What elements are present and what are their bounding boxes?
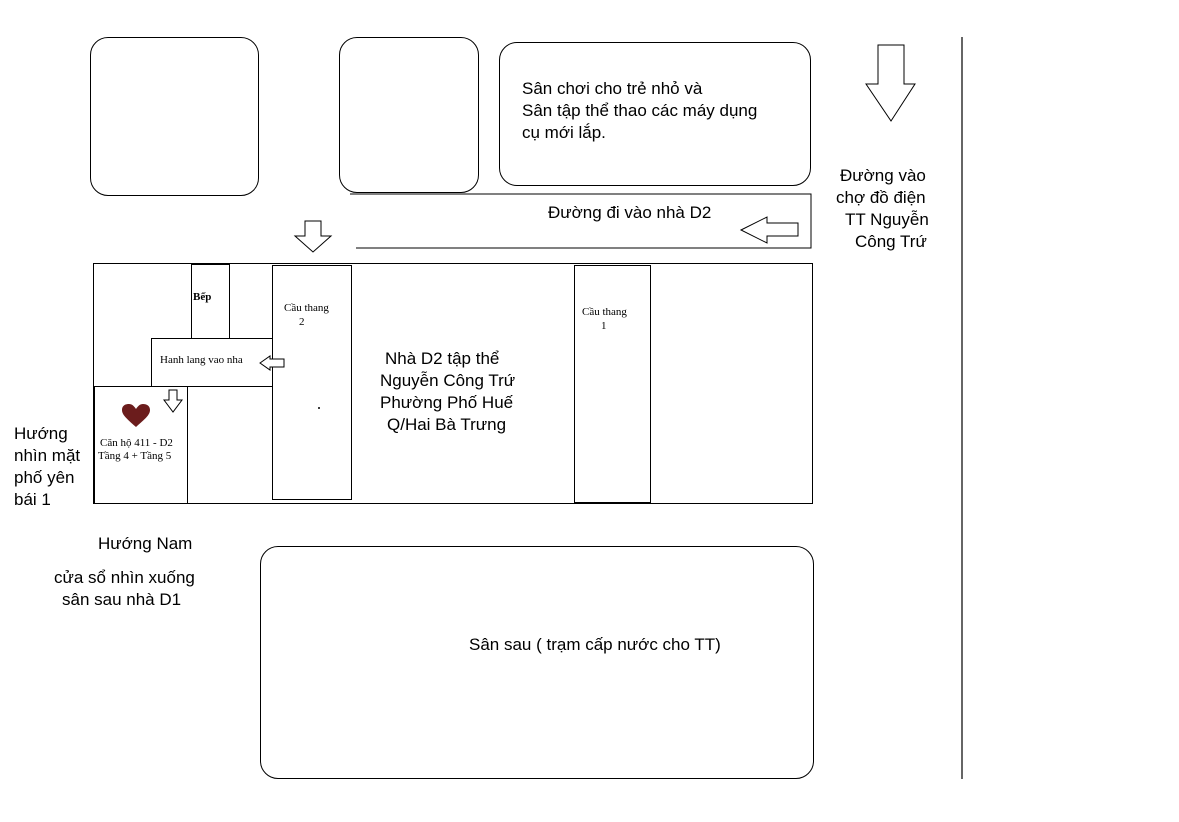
arrow-left-corridor-icon	[259, 355, 285, 371]
south-direction-label: Hướng Nam	[98, 534, 193, 553]
building-d2	[93, 263, 813, 504]
playground-label-line-2: Sân tập thể thao các máy dụng	[522, 101, 758, 120]
arrow-down-apartment-icon	[163, 389, 183, 413]
view-street-line-3: phố yên	[14, 468, 75, 487]
staircase-1	[574, 265, 651, 503]
staircase-2	[272, 265, 352, 500]
staircase-2-label-line-2: 2	[299, 316, 305, 328]
corridor	[151, 338, 273, 387]
staircase-1-label-line-1: Cầu thang	[582, 306, 627, 318]
building-label-line-4: Q/Hai Bà Trưng	[387, 415, 507, 434]
market-road-line-1: Đường vào	[840, 166, 926, 185]
view-street-line-4: bái 1	[14, 490, 51, 509]
building-label-line-3: Phường Phố Huế	[380, 393, 514, 412]
corridor-label: Hanh lang vao nha	[160, 354, 243, 366]
back-yard	[260, 546, 814, 779]
view-street-line-1: Hướng	[14, 424, 68, 443]
market-road-line-3: TT Nguyễn	[845, 210, 929, 229]
apartment-label-line-2: Tầng 4 + Tầng 5	[98, 450, 172, 462]
block-top-left	[90, 37, 259, 196]
kitchen-label: Bếp	[193, 291, 212, 303]
staircase-2-dot	[318, 407, 320, 409]
window-view-line-2: sân sau nhà D1	[62, 590, 182, 609]
playground-label-line-1: Sân chơi cho trẻ nhỏ và	[522, 79, 703, 98]
market-road-line-4: Công Trứ	[855, 232, 927, 251]
arrow-down-entrance-icon	[293, 220, 333, 253]
heart-icon	[122, 404, 150, 427]
arrow-left-road-icon	[739, 216, 799, 244]
building-label-line-1: Nhà D2 tập thể	[385, 349, 500, 368]
apartment-label-line-1: Căn hộ 411 - D2	[100, 437, 173, 449]
market-road-line-2: chợ đồ điện	[836, 188, 926, 207]
view-street-line-2: nhìn mặt	[14, 446, 81, 465]
road-d2	[350, 193, 812, 249]
playground-area	[499, 42, 811, 186]
window-view-line-1: cửa sổ nhìn xuống	[54, 568, 195, 587]
playground-label-line-3: cụ mới lắp.	[522, 123, 606, 142]
road-d2-label: Đường đi vào nhà D2	[548, 203, 712, 222]
staircase-1-label-line-2: 1	[601, 320, 607, 332]
block-top-middle	[339, 37, 479, 193]
arrow-down-market-icon	[865, 44, 916, 122]
building-label-line-2: Nguyễn Công Trứ	[380, 371, 516, 390]
kitchen-room	[191, 264, 230, 339]
back-yard-label: Sân sau ( trạm cấp nước cho TT)	[469, 635, 721, 654]
staircase-2-label-line-1: Cầu thang	[284, 302, 329, 314]
